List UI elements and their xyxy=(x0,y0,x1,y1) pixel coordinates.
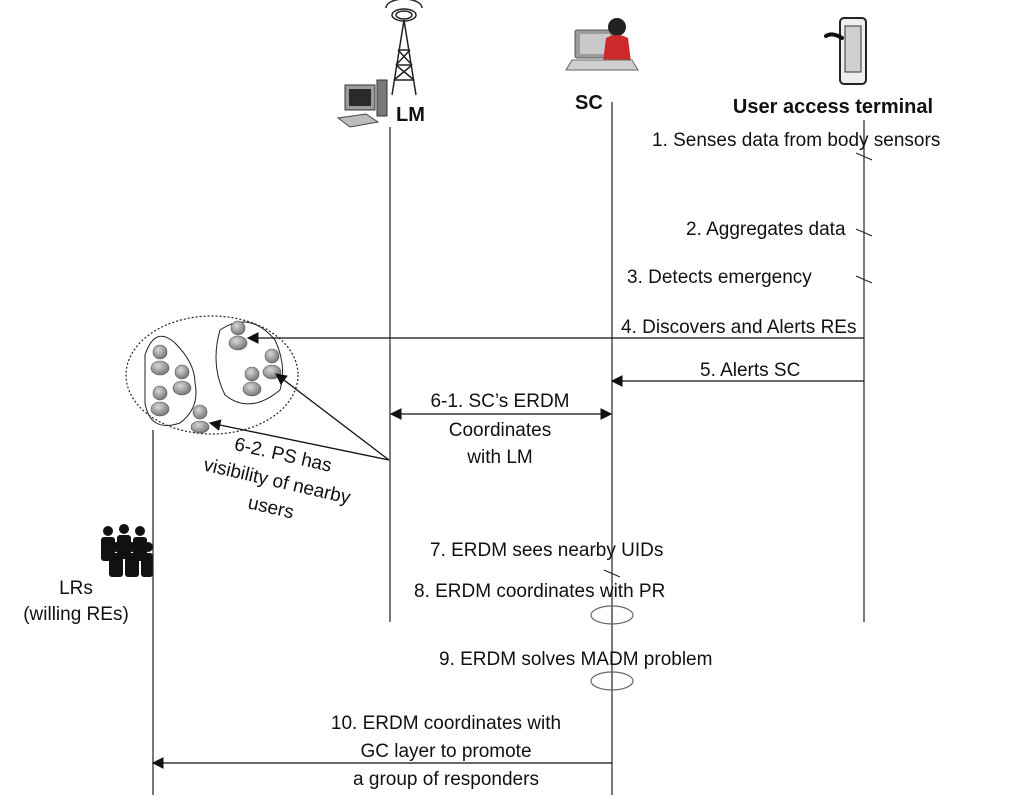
step-7-label: 7. ERDM sees nearby UIDs xyxy=(430,540,663,561)
step-10-label-line3: a group of responders xyxy=(353,769,539,790)
step-1-label: 1. Senses data from body sensors xyxy=(652,130,940,151)
step-10-label-line2: GC layer to promote xyxy=(360,741,531,762)
step-6-1-label-line2: Coordinates xyxy=(449,420,551,441)
phone-icon xyxy=(824,17,867,85)
computer-icon xyxy=(336,79,388,128)
step-6-2-label-line3: users xyxy=(246,493,296,524)
sc-label: SC xyxy=(575,92,603,114)
sc-activation-2 xyxy=(590,671,634,691)
step-10-label-line1: 10. ERDM coordinates with xyxy=(331,713,561,734)
step-2-label: 2. Aggregates data xyxy=(686,219,846,240)
tower-icon xyxy=(385,0,423,96)
msg-6-2-arrow-b xyxy=(208,419,390,461)
user-access-terminal-label: User access terminal xyxy=(733,96,933,118)
step-9-label: 9. ERDM solves MADM problem xyxy=(439,649,712,670)
msg-6-2-arrow-a xyxy=(275,373,390,461)
step-3-label: 3. Detects emergency xyxy=(627,267,812,288)
step-6-1-label-line1: 6-1. SC’s ERDM xyxy=(430,391,569,412)
operator-icon xyxy=(565,18,639,71)
step-8-label: 8. ERDM coordinates with PR xyxy=(414,581,665,602)
people-group-icon xyxy=(125,315,299,435)
lrs-sublabel: (willing REs) xyxy=(23,604,129,625)
step-6-1-label-line3: with LM xyxy=(466,447,532,468)
lm-label: LM xyxy=(396,104,425,126)
responders-icon xyxy=(101,524,153,577)
step-4-label: 4. Discovers and Alerts REs xyxy=(621,317,856,338)
step-5-label: 5. Alerts SC xyxy=(700,360,800,381)
sc-activation-1 xyxy=(590,605,634,625)
lrs-label: LRs xyxy=(59,578,93,599)
